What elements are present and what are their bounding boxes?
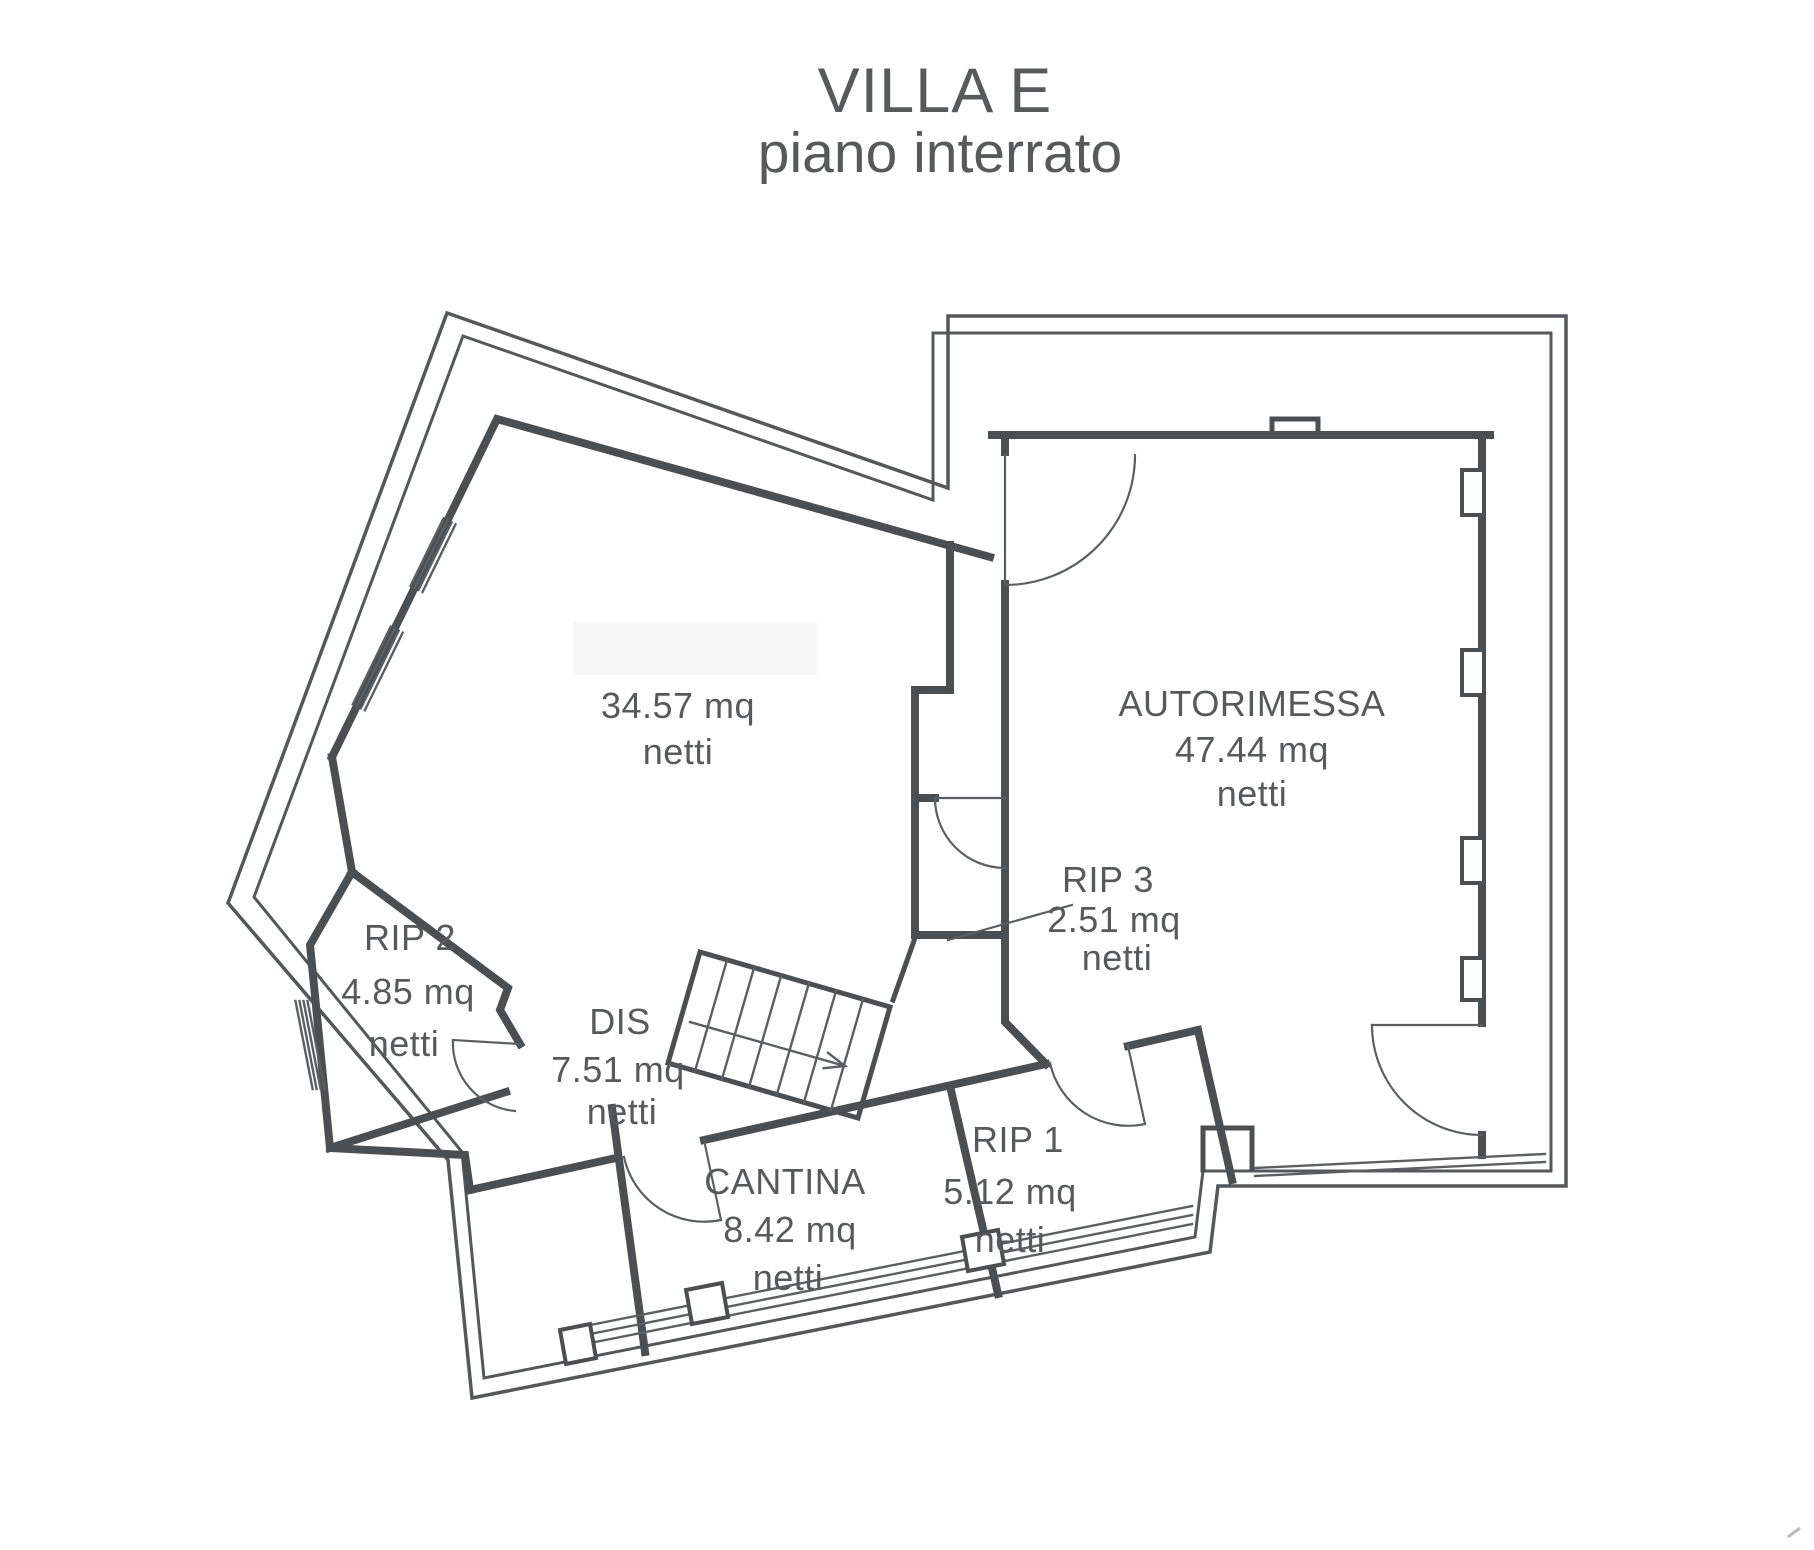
rip3-unit: netti — [1082, 937, 1153, 978]
rip1-name: RIP 1 — [972, 1119, 1064, 1160]
outer-boundary-line — [226, 310, 1568, 1401]
rip3-door — [933, 796, 1007, 870]
cantina-west-wall — [607, 1103, 650, 1357]
redaction-box — [573, 622, 817, 675]
room-labels: 34.57 mq netti AUTORIMESSA 47.44 mq nett… — [341, 683, 1385, 1298]
main-room-area: 34.57 mq — [601, 685, 755, 726]
doors — [451, 453, 1484, 1223]
garage-top-wall-notch — [1269, 416, 1321, 438]
rip2-area: 4.85 mq — [341, 971, 475, 1012]
window-end-block — [557, 1321, 599, 1367]
cantina-unit: netti — [753, 1257, 824, 1298]
rip2-walls — [305, 866, 526, 1154]
garage-door-line-1 — [1253, 1152, 1547, 1170]
main-room-unit: netti — [643, 731, 714, 772]
garage-right-pilaster-2 — [1460, 648, 1482, 697]
rip3-walls — [911, 794, 1009, 939]
cantina-north-wall — [465, 1025, 1203, 1195]
main-room-east-corridor-wall — [911, 541, 954, 939]
autorimessa-unit: netti — [1217, 773, 1288, 814]
staircase-direction-arrow — [688, 1020, 849, 1070]
window-mullion-block-2 — [959, 1227, 1007, 1274]
rip3-area: 2.51 mq — [1047, 899, 1181, 940]
dis-name: DIS — [589, 1001, 651, 1042]
staircase-outline — [664, 948, 894, 1122]
rip1-unit: netti — [975, 1219, 1046, 1260]
plan-subtitle: piano interrato — [758, 121, 1122, 185]
garage-left-wall — [1001, 431, 1052, 1070]
outer-boundary-inner-line — [252, 331, 1553, 1380]
main-room-west-window-2 — [351, 624, 405, 712]
cantina-door — [622, 1138, 723, 1223]
garage-door-left-step — [1200, 1125, 1255, 1173]
garage-right-pilaster-4 — [1460, 956, 1482, 1002]
rip2-unit: netti — [369, 1023, 440, 1064]
rip2-west-window — [294, 999, 327, 1091]
rip3-name: RIP 3 — [1062, 859, 1154, 900]
window-mullion-block-1 — [683, 1280, 731, 1327]
dis-south-west-wall — [325, 1143, 475, 1195]
rip2-door — [451, 1038, 522, 1113]
scan-artifact — [1787, 1526, 1801, 1539]
rip1-area: 5.12 mq — [943, 1171, 1077, 1212]
rip1-door — [1048, 1044, 1147, 1127]
plan-title: VILLA E — [818, 56, 1053, 126]
garage-right-pilaster-3 — [1460, 836, 1482, 885]
rip1-east-wall — [1193, 1025, 1237, 1185]
staircase-treads — [693, 958, 865, 1112]
garage-door-line-2 — [1253, 1160, 1547, 1178]
dis-area: 7.51 mq — [551, 1049, 685, 1090]
cantina-area: 8.42 mq — [723, 1209, 857, 1250]
cantina-name: CANTINA — [704, 1161, 866, 1202]
garage-right-pilaster-1 — [1460, 468, 1482, 517]
rip3-leader-line — [946, 903, 1074, 942]
main-room-to-rip2-wall — [327, 752, 357, 877]
autorimessa-area: 47.44 mq — [1175, 729, 1329, 770]
garage-entry-door — [1003, 453, 1137, 587]
staircase — [664, 948, 894, 1122]
garage-side-door — [1370, 1023, 1484, 1137]
cantina-bottom-window-band — [573, 1204, 1194, 1348]
rip2-name: RIP 2 — [364, 917, 456, 958]
autorimessa-name: AUTORIMESSA — [1119, 683, 1386, 724]
main-room-west-window-1 — [408, 516, 458, 594]
stairs-to-rip3-wall — [889, 934, 919, 1004]
dis-unit: netti — [587, 1091, 658, 1132]
